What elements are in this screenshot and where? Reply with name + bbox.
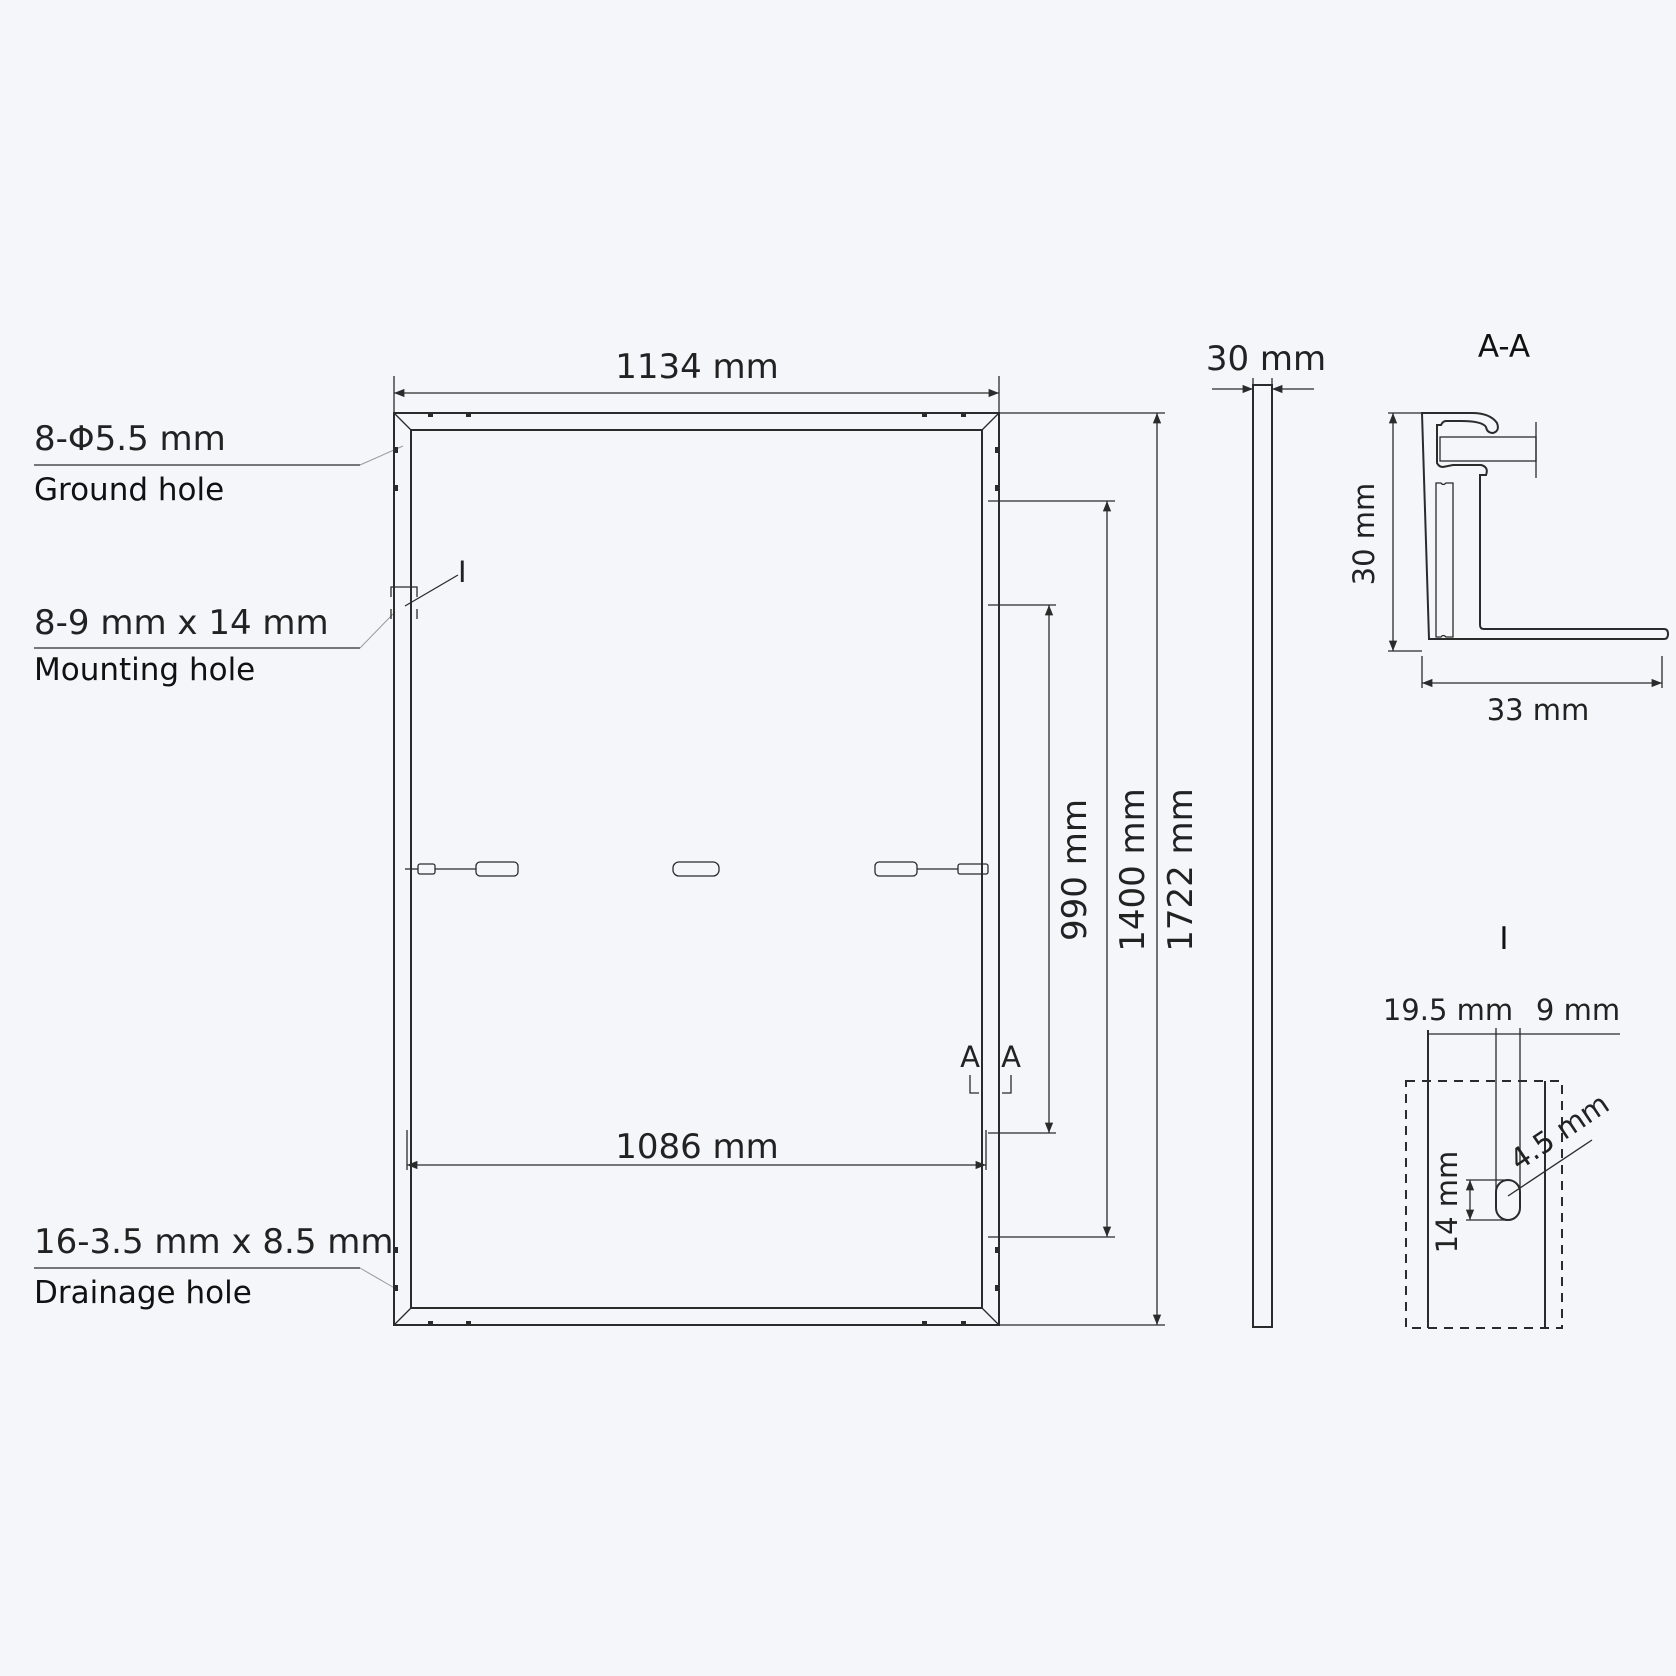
callout-drainage-hole: 16-3.5 mm x 8.5 mm Drainage hole <box>34 1222 399 1311</box>
detail-dim-slot-length: 14 mm <box>1430 1151 1464 1254</box>
dim-width: 1134 mm <box>615 347 779 387</box>
detail-dim-slot-width: 9 mm <box>1536 993 1620 1027</box>
side-view: 30 mm <box>1206 339 1326 1328</box>
section-dim-height: 30 mm <box>1347 483 1381 586</box>
detail-i: I 14 mm 4.5 mm 19.5 mm 9 mm <box>1383 921 1620 1329</box>
callout-mounting-hole: 8-9 mm x 14 mm Mounting hole <box>34 603 396 688</box>
section-marker-right: A <box>1001 1040 1021 1074</box>
dim-height: 1722 mm <box>1161 788 1201 952</box>
section-title: A-A <box>1478 329 1530 365</box>
drainage-hole-label: Drainage hole <box>34 1275 252 1311</box>
mounting-hole-spec: 8-9 mm x 14 mm <box>34 603 329 643</box>
junction-boxes <box>405 861 989 877</box>
dim-mount-spacing-inner: 990 mm <box>1055 799 1095 941</box>
drainage-hole-spec: 16-3.5 mm x 8.5 mm <box>34 1222 394 1262</box>
section-marker-left: A <box>960 1040 980 1074</box>
dim-thickness: 30 mm <box>1206 339 1326 379</box>
callout-ground-hole: 8-Φ5.5 mm Ground hole <box>34 419 404 508</box>
detail-dim-offset: 19.5 mm <box>1383 993 1513 1027</box>
ground-hole-spec: 8-Φ5.5 mm <box>34 419 226 459</box>
front-view: I 1134 mm 1086 mm A A 1722 mm <box>390 347 1201 1326</box>
detail-i-marker-box <box>390 586 418 619</box>
dim-mount-spacing: 1400 mm <box>1113 788 1153 952</box>
ground-hole-label: Ground hole <box>34 472 224 508</box>
detail-i-marker: I <box>458 555 467 589</box>
detail-title: I <box>1499 921 1508 957</box>
section-dim-width: 33 mm <box>1487 693 1590 727</box>
mounting-hole-label: Mounting hole <box>34 652 255 688</box>
section-a-a: A-A 30 mm 33 mm <box>1347 329 1670 727</box>
dim-inner-width: 1086 mm <box>615 1127 779 1167</box>
